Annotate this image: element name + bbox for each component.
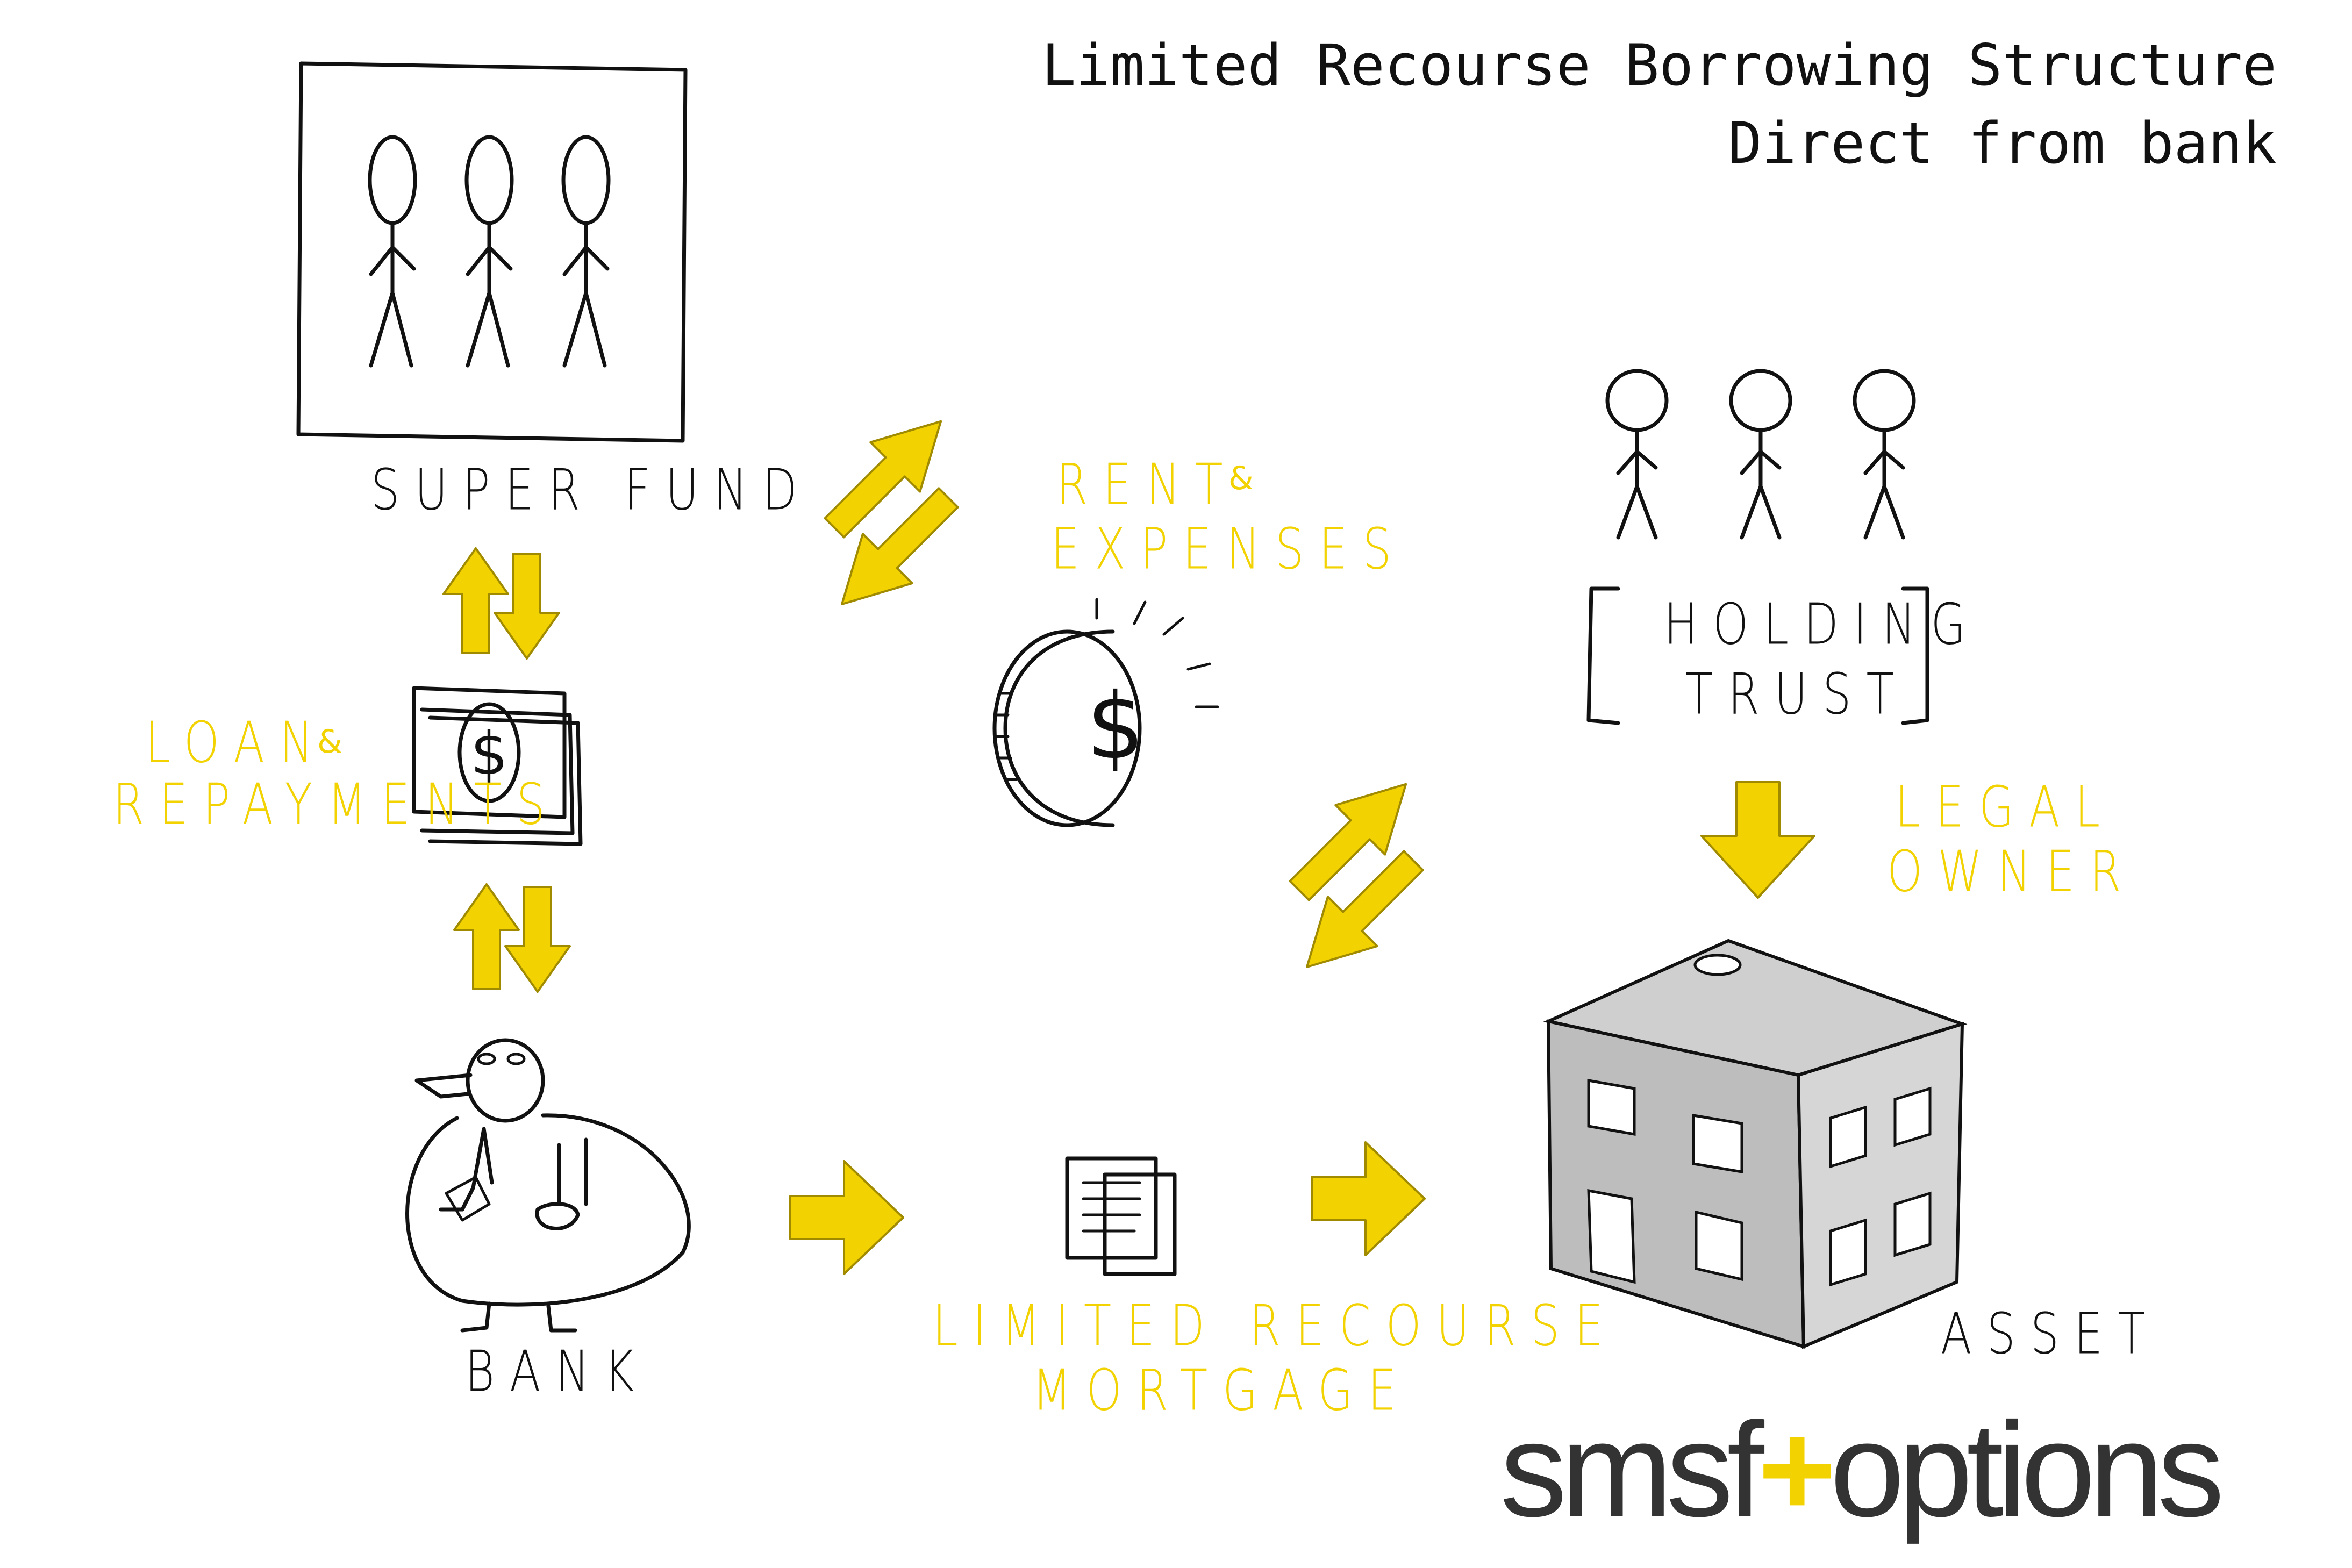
flow-arrows [442,420,1815,1275]
svg-text:$: $ [1086,674,1145,780]
asset-label: ASSET [1941,1301,2161,1367]
person-icon [1729,369,1792,540]
arrow-left-icon [841,487,959,605]
arrow-right-icon [789,1160,904,1275]
rent-label-line-1: RENT [1056,452,1238,518]
legal-owner-label-line-1: LEGAL [1895,774,2115,840]
brand-logo-left: smsf [1500,1394,1764,1544]
legal-owner-label-line-2: OWNER [1887,839,2136,905]
diagram-subtitle: Direct from bank [1727,110,2277,176]
arrow-left-icon [1306,850,1424,968]
arrow-down-icon [1700,781,1815,899]
coin-icon: $ [992,598,1219,827]
building-icon [1543,939,1968,1349]
bank-figure [405,1038,691,1333]
brand-logo-plus: + [1757,1394,1836,1544]
brand-logo: smsf+options [1500,1392,2225,1546]
diagram-title: Limited Recourse Borrowing Structure [1041,32,2277,98]
person-icon [368,135,417,368]
loan-repayments-label-line-1: LOAN [145,710,328,776]
svg-text:$: $ [470,719,508,788]
mortgage-label-line-1: LIMITED RECOURSE [933,1293,1619,1359]
ampersand-mark: & [317,723,342,761]
person-icon [464,135,514,368]
super-fund-label: SUPER FUND [371,457,812,523]
arrow-right-icon [824,420,942,539]
super-fund-illustration [296,61,688,443]
ampersand-mark: & [1228,460,1254,497]
holding-trust-label-line-2: TRUST [1685,661,1909,727]
arrow-right-icon [1311,1141,1426,1256]
brand-logo-right: options [1829,1394,2225,1544]
holding-trust-label-line-1: HOLDING [1664,591,1981,657]
arrow-right-icon [1289,783,1407,901]
holding-trust-illustration [1586,369,1929,725]
bank-label: BANK [465,1338,649,1405]
arrow-down-icon [504,886,571,993]
loan-repayments-label-line-2: REPAYMENTS [113,771,560,837]
person-icon [1605,369,1669,540]
person-icon [561,135,611,368]
arrow-down-icon [494,553,560,660]
document-icon [1065,1156,1177,1276]
arrow-up-icon [442,547,509,654]
banknotes-icon: $ [412,686,583,846]
person-icon [1853,369,1916,540]
mortgage-label-line-2: MORTGAGE [1032,1357,1412,1423]
arrow-up-icon [453,883,520,990]
rent-label-line-2: EXPENSES [1051,516,1406,582]
